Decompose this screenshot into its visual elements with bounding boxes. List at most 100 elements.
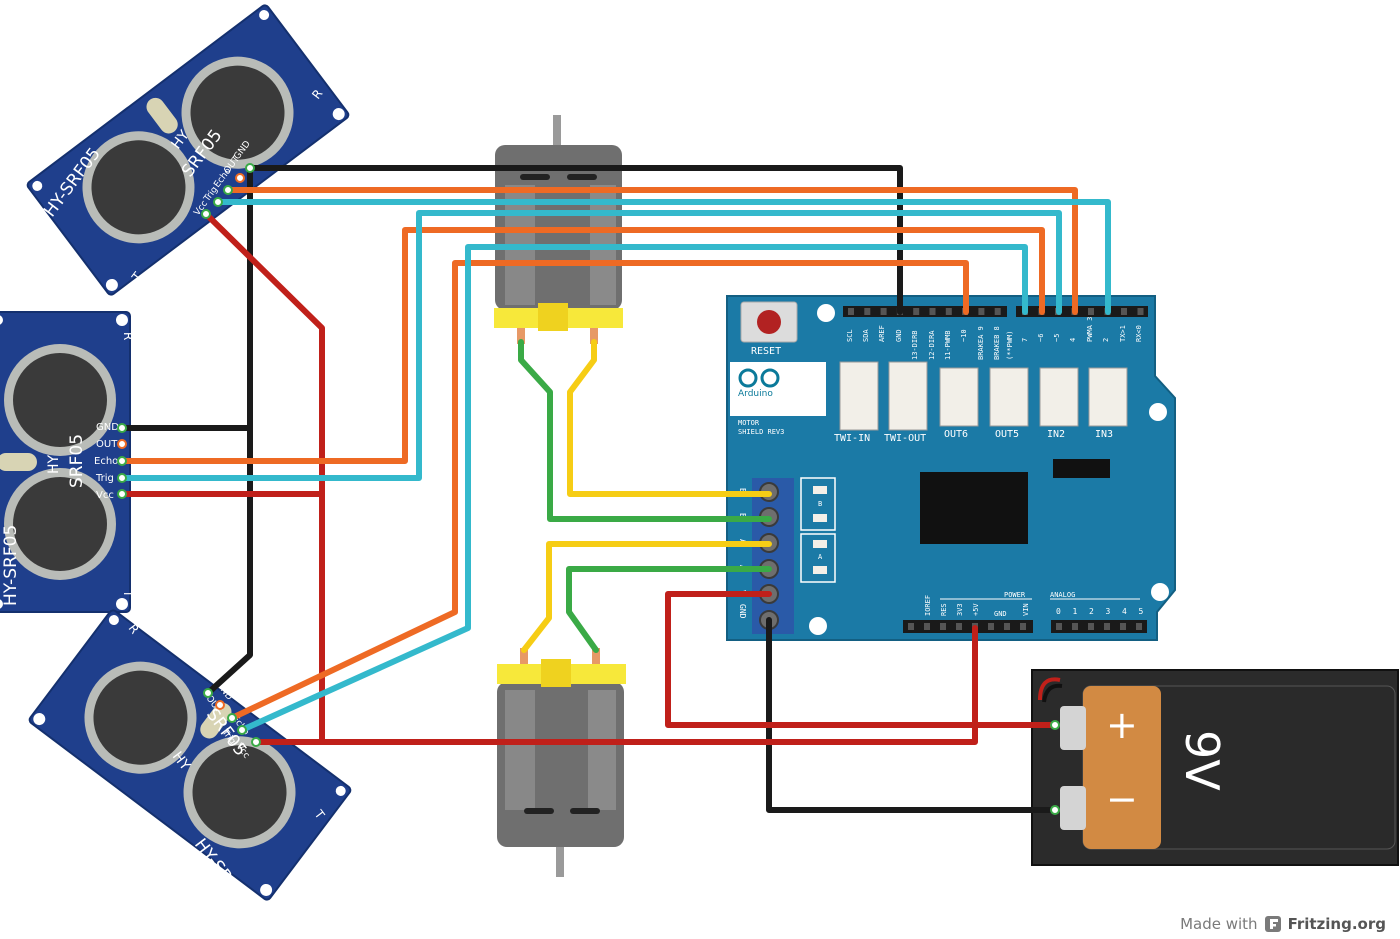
connector-label: IN2 xyxy=(1047,429,1065,440)
credit-made-with: Made with xyxy=(1180,915,1258,933)
screw-label: B xyxy=(738,513,747,518)
sensor-middle-short: SRF05 xyxy=(67,434,87,488)
power-pin-label: RES xyxy=(940,603,948,616)
header-pin xyxy=(1088,623,1094,630)
dc-motor-bottom xyxy=(497,648,626,877)
battery-plus: + xyxy=(1106,703,1138,747)
analog-pin-label: 5 xyxy=(1139,607,1144,616)
wire-motor-top-yellow xyxy=(567,339,772,497)
connector-label: TWI-IN xyxy=(834,433,870,444)
header-pin xyxy=(1088,308,1094,315)
connector-label: TWI-OUT xyxy=(884,433,926,444)
credit-brand: Fritzing.org xyxy=(1287,915,1386,933)
sensor-bottom xyxy=(27,607,353,903)
wire-motor-bottom-green xyxy=(566,566,772,653)
fritzing-credit: Made with Fritzing.org xyxy=(1180,915,1386,933)
wire-battery-vin xyxy=(665,591,1058,728)
power-pin-label: VIN xyxy=(1022,603,1030,616)
header-pin xyxy=(945,308,952,315)
channel-b-label: B xyxy=(818,500,822,508)
top-pin-label: (**PWM) xyxy=(1006,330,1014,360)
top-pin-label: ~10 xyxy=(960,329,968,342)
connector-labels: TWI-IN TWI-OUT OUT6 OUT5 IN2 IN3 xyxy=(834,429,1113,444)
battery-9v xyxy=(1031,669,1399,866)
wire-gnd-battery xyxy=(766,617,1058,813)
bottom-header-pins xyxy=(908,623,1142,630)
power-pin-label: +5V xyxy=(972,603,980,616)
sensor-middle-brand: HY xyxy=(46,454,62,474)
sensor-middle-t: T xyxy=(121,589,135,598)
analog-group-label: ANALOG xyxy=(1050,591,1075,599)
wire-echo-top xyxy=(225,187,1078,315)
analog-pin-label: 2 xyxy=(1089,607,1094,616)
sensor-middle-r: R xyxy=(121,332,135,340)
header-pin xyxy=(1137,308,1144,315)
power-group-label: POWER xyxy=(1004,591,1026,599)
header-pin xyxy=(848,308,854,315)
top-pin-label: 4 xyxy=(1069,338,1077,342)
top-pin-label: 7 xyxy=(1021,338,1029,342)
analog-pin-label: 0 xyxy=(1056,607,1061,616)
top-pin-label: SDA xyxy=(862,329,870,342)
top-pin-label: 12-DIRA xyxy=(928,330,936,360)
header-pin xyxy=(1136,623,1142,630)
header-pin xyxy=(1121,308,1127,315)
power-pin-label: GND xyxy=(994,610,1007,618)
shield-line-1: MOTOR xyxy=(738,419,760,427)
power-pin-label: IOREF xyxy=(924,595,932,616)
wire-echo-middle xyxy=(119,227,1045,464)
header-pin xyxy=(1104,623,1110,630)
wires xyxy=(119,165,1111,813)
arduino-logo-icon xyxy=(738,368,780,388)
wire-trig-top xyxy=(215,199,1111,315)
motor-shield xyxy=(726,295,1176,641)
top-pin-label: TX>1 xyxy=(1119,325,1127,342)
pin-label: Trig xyxy=(95,473,114,484)
top-pin-label: PWMA 3 xyxy=(1086,317,1094,342)
screw-label: GND xyxy=(738,604,747,619)
fritzing-logo-icon xyxy=(1264,916,1281,932)
header-pin xyxy=(929,308,936,315)
top-pin-label: ~6 xyxy=(1037,334,1045,342)
wire-motor-top-green xyxy=(518,339,772,522)
header-pin xyxy=(940,623,946,630)
top-pin-label: 11-PWMB xyxy=(944,330,952,360)
wire-motor-bottom-yellow xyxy=(521,541,772,653)
battery-minus: − xyxy=(1106,777,1138,821)
wire-vcc-top xyxy=(203,211,325,745)
header-pin xyxy=(924,623,930,630)
battery-label: 9V xyxy=(1175,730,1229,791)
pin-label: Vcc xyxy=(96,490,114,501)
header-pin xyxy=(1072,623,1078,630)
connector-label: IN3 xyxy=(1095,429,1113,440)
screw-label: B xyxy=(738,488,747,493)
arduino-brand: Arduino xyxy=(738,389,773,399)
wire-trig-middle xyxy=(119,210,1062,481)
connector-label: OUT6 xyxy=(944,429,968,440)
shield-line-2: SHIELD REV3 xyxy=(738,428,784,436)
header-pin xyxy=(1004,623,1010,630)
pin-label: Echo xyxy=(94,456,118,467)
header-pin xyxy=(913,308,920,315)
header-pin xyxy=(864,308,871,315)
sensor-middle-pin-labels: GND OUT Echo Trig Vcc xyxy=(94,422,119,501)
pin-label: GND xyxy=(96,422,119,433)
top-pin-label: ~5 xyxy=(1053,334,1061,342)
pin-label: OUT xyxy=(96,439,118,450)
wire-echo-bottom xyxy=(229,260,969,721)
connector-label: OUT5 xyxy=(995,429,1019,440)
sensor-pin-dots xyxy=(117,163,1060,815)
top-pin-label: SCL xyxy=(846,329,854,342)
analog-pin-label: 3 xyxy=(1106,607,1111,616)
top-pin-label: BRAKEA 9 xyxy=(977,326,985,360)
header-pin xyxy=(994,308,1001,315)
sensor-top xyxy=(25,2,351,298)
reset-label: RESET xyxy=(751,346,781,357)
top-pin-label: BRAKEB 8 xyxy=(993,326,1001,360)
header-pin xyxy=(978,308,985,315)
channel-a-label: A xyxy=(818,553,823,561)
header-pin xyxy=(908,623,914,630)
grove-connectors xyxy=(839,361,1128,431)
